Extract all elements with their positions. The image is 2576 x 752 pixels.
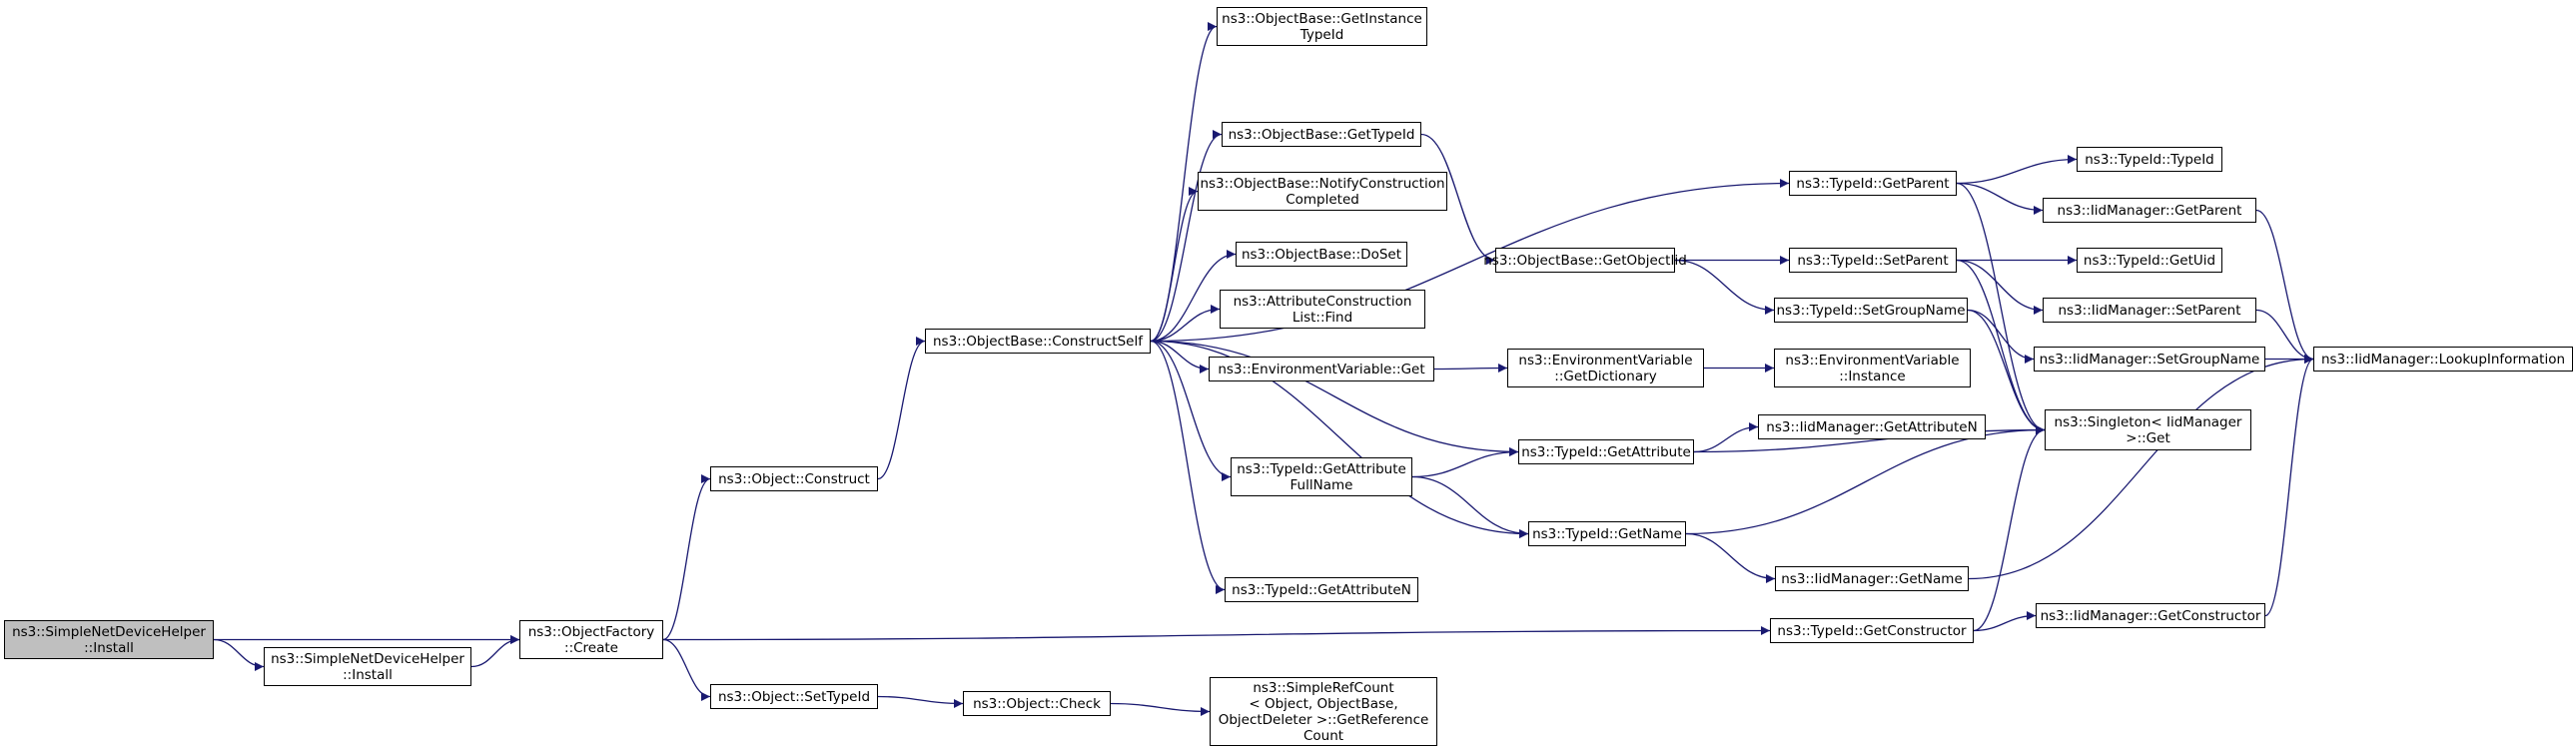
node-typeid-getname[interactable]: ns3::TypeId::GetName: [1528, 521, 1686, 546]
edge-iid_getparent-to-iid_lookupinfo: [2255, 209, 2314, 364]
node-objectbase-getobjectiid[interactable]: ns3::ObjectBase::GetObjectIid: [1483, 248, 1687, 273]
edge-ob_constructself-to-tid_getparent: [1150, 179, 1790, 343]
edge-tid_getattrfullname-to-tid_getname: [1411, 475, 1529, 538]
edge-of_create-to-obj_construct: [662, 474, 711, 641]
edge-tid_getconstructor-to-singleton_get: [1973, 425, 2046, 632]
node-object-settypeid[interactable]: ns3::Object::SetTypeId: [710, 684, 878, 709]
edge-tid_getparent-to-iid_getparent: [1956, 182, 2044, 215]
edge-ob_constructself-to-tid_getattributen_left: [1150, 340, 1226, 594]
edge-ev_get-to-ev_getdictionary: [1433, 364, 1508, 374]
node-typeid-setparent[interactable]: ns3::TypeId::SetParent: [1789, 248, 1957, 273]
edge-of_create-to-obj_settypeid: [662, 638, 711, 701]
edge-obj_construct-to-ob_constructself: [877, 337, 926, 480]
node-iidmanager-setgroupname[interactable]: ns3::IidManager::SetGroupName: [2034, 347, 2265, 372]
node-typeid-getattribute[interactable]: ns3::TypeId::GetAttribute: [1518, 439, 1694, 464]
edge-obj_check-to-src_getrefcount: [1110, 702, 1211, 716]
node-object-construct[interactable]: ns3::Object::Construct: [710, 466, 878, 491]
edge-of_create-to-tid_getconstructor: [662, 626, 1771, 641]
edge-tid_getattribute-to-singleton_get: [1693, 425, 2046, 453]
node-iidmanager-getparent[interactable]: ns3::IidManager::GetParent: [2043, 198, 2256, 223]
node-iidmanager-setparent[interactable]: ns3::IidManager::SetParent: [2043, 298, 2256, 323]
node-attributeconstructionlist-find[interactable]: ns3::AttributeConstruction List::Find: [1220, 290, 1425, 329]
edge-tid_getparent-to-tid_typeid: [1956, 155, 2078, 185]
edge-tid_setgroupname-to-iid_setgroupname: [1967, 309, 2035, 364]
node-typeid-getparent[interactable]: ns3::TypeId::GetParent: [1789, 171, 1957, 196]
edge-ob_constructself-to-ob_gettypeid: [1150, 130, 1223, 343]
edge-ob_getobjectiid-to-tid_setgroupname: [1674, 259, 1775, 315]
node-iidmanager-lookupinformation[interactable]: ns3::IidManager::LookupInformation: [2313, 347, 2573, 372]
edge-tid_getparent-to-singleton_get: [1956, 182, 2046, 434]
node-iidmanager-getconstructor[interactable]: ns3::IidManager::GetConstructor: [2036, 603, 2265, 628]
node-environmentvariable-instance[interactable]: ns3::EnvironmentVariable ::Instance: [1774, 349, 1971, 387]
node-objectbase-doset[interactable]: ns3::ObjectBase::DoSet: [1236, 242, 1407, 267]
node-environmentvariable-get[interactable]: ns3::EnvironmentVariable::Get: [1209, 357, 1434, 381]
edge-tid_getname-to-singleton_get: [1685, 425, 2046, 535]
edge-tid_setgroupname-to-singleton_get: [1967, 309, 2046, 434]
edge-ob_constructself-to-ob_notify: [1150, 187, 1199, 343]
node-typeid-getuid[interactable]: ns3::TypeId::GetUid: [2077, 248, 2222, 273]
edge-tid_getattribute-to-iid_getattributen: [1693, 422, 1759, 453]
node-simplenetdevicehelper-install[interactable]: ns3::SimpleNetDeviceHelper ::Install: [264, 647, 471, 686]
node-simplerefcount-getreferencecount[interactable]: ns3::SimpleRefCount < Object, ObjectBase…: [1210, 677, 1437, 746]
node-root-simplenetdevicehelper-install: ns3::SimpleNetDeviceHelper ::Install: [4, 620, 214, 659]
edge-ob_gettypeid-to-ob_getobjectiid: [1420, 133, 1496, 265]
node-objectbase-getinstancetypeid[interactable]: ns3::ObjectBase::GetInstance TypeId: [1217, 7, 1427, 46]
edge-ob_constructself-to-tid_getname: [1150, 340, 1529, 538]
node-typeid-typeid[interactable]: ns3::TypeId::TypeId: [2077, 147, 2222, 172]
edge-tid_getattrfullname-to-tid_getattribute: [1411, 447, 1519, 478]
node-objectbase-gettypeid[interactable]: ns3::ObjectBase::GetTypeId: [1222, 122, 1421, 147]
node-iidmanager-getattributen[interactable]: ns3::IidManager::GetAttributeN: [1758, 414, 1986, 439]
edge-ob_constructself-to-ob_doset: [1150, 250, 1237, 343]
edge-tid_getname-to-iid_getname: [1685, 532, 1776, 583]
node-object-check[interactable]: ns3::Object::Check: [963, 691, 1111, 716]
edge-obj_settypeid-to-obj_check: [877, 695, 964, 708]
edge-root-to-sndh_install: [213, 638, 265, 671]
edge-ob_constructself-to-ev_get: [1150, 340, 1210, 374]
node-typeid-getconstructor[interactable]: ns3::TypeId::GetConstructor: [1770, 618, 1974, 643]
node-objectbase-constructself[interactable]: ns3::ObjectBase::ConstructSelf: [925, 329, 1151, 354]
node-typeid-getattributefullname[interactable]: ns3::TypeId::GetAttribute FullName: [1231, 457, 1412, 496]
node-environmentvariable-getdictionary[interactable]: ns3::EnvironmentVariable ::GetDictionary: [1507, 349, 1704, 387]
edge-ob_constructself-to-tid_getattrfullname: [1150, 340, 1232, 481]
node-typeid-getattributen[interactable]: ns3::TypeId::GetAttributeN: [1225, 577, 1418, 602]
node-singleton-iidmanager-get[interactable]: ns3::Singleton< IidManager >::Get: [2045, 409, 2251, 450]
node-objectfactory-create[interactable]: ns3::ObjectFactory ::Create: [519, 620, 663, 659]
node-objectbase-notifyconstructioncompleted[interactable]: ns3::ObjectBase::NotifyConstruction Comp…: [1198, 172, 1447, 211]
edge-ob_constructself-to-tid_getattribute: [1150, 340, 1519, 456]
edge-sndh_install-to-of_create: [470, 635, 520, 668]
edge-ob_constructself-to-acl_find: [1150, 305, 1221, 343]
edge-tid_setparent-to-iid_setparent: [1956, 259, 2044, 315]
edge-iid_getconstructor-to-iid_lookupinfo: [2264, 355, 2314, 617]
node-iidmanager-getname[interactable]: ns3::IidManager::GetName: [1775, 566, 1969, 591]
node-typeid-setgroupname[interactable]: ns3::TypeId::SetGroupName: [1774, 298, 1968, 323]
edge-tid_getconstructor-to-iid_getconstructor: [1973, 611, 2037, 632]
